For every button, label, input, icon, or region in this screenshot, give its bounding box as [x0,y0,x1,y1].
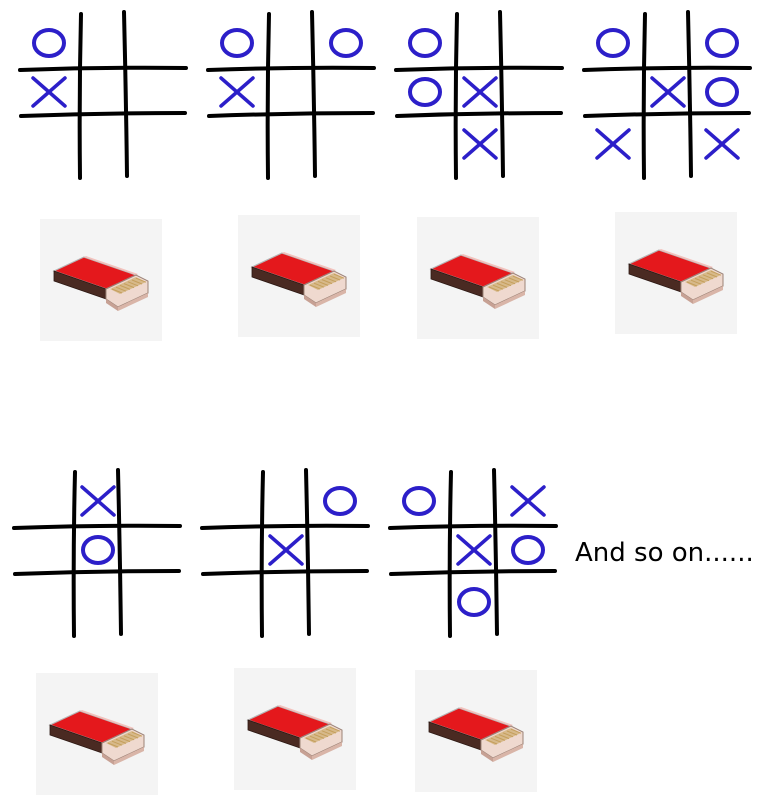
x-mark-icon [462,76,498,108]
grid-lines [18,10,188,180]
matchbox-icon [615,212,737,334]
o-mark-icon [457,587,491,617]
o-mark-icon [323,486,357,516]
o-mark-icon [596,28,630,58]
grid-lines [394,10,564,180]
x-mark-icon [510,485,546,517]
grid-lines [12,468,182,638]
matchbox-6 [234,668,356,790]
grid-lines [388,468,558,638]
matchbox-7 [415,670,537,792]
caption-text: And so on...... [575,538,754,568]
grid-lines [206,10,376,180]
matchbox-icon [238,215,360,337]
o-mark-icon [81,535,115,565]
o-mark-icon [220,28,254,58]
matchbox-icon [36,673,158,795]
o-mark-icon [402,486,436,516]
board-5 [12,468,182,638]
matchbox-4 [615,212,737,334]
x-mark-icon [704,128,740,160]
board-4 [582,10,752,180]
o-mark-icon [408,28,442,58]
matchbox-icon [417,217,539,339]
x-mark-icon [31,76,67,108]
x-mark-icon [219,76,255,108]
o-mark-icon [408,77,442,107]
board-1 [18,10,188,180]
matchbox-2 [238,215,360,337]
o-mark-icon [329,28,363,58]
x-mark-icon [595,128,631,160]
board-3 [394,10,564,180]
matchbox-5 [36,673,158,795]
x-mark-icon [456,534,492,566]
grid-lines [200,468,370,638]
matchbox-1 [40,219,162,341]
matchbox-icon [40,219,162,341]
o-mark-icon [32,28,66,58]
board-2 [206,10,376,180]
x-mark-icon [80,485,116,517]
matchbox-3 [417,217,539,339]
x-mark-icon [268,534,304,566]
x-mark-icon [462,128,498,160]
o-mark-icon [705,28,739,58]
matchbox-icon [234,668,356,790]
o-mark-icon [705,77,739,107]
matchbox-icon [415,670,537,792]
x-mark-icon [650,76,686,108]
o-mark-icon [511,535,545,565]
board-7 [388,468,558,638]
board-6 [200,468,370,638]
grid-lines [582,10,752,180]
